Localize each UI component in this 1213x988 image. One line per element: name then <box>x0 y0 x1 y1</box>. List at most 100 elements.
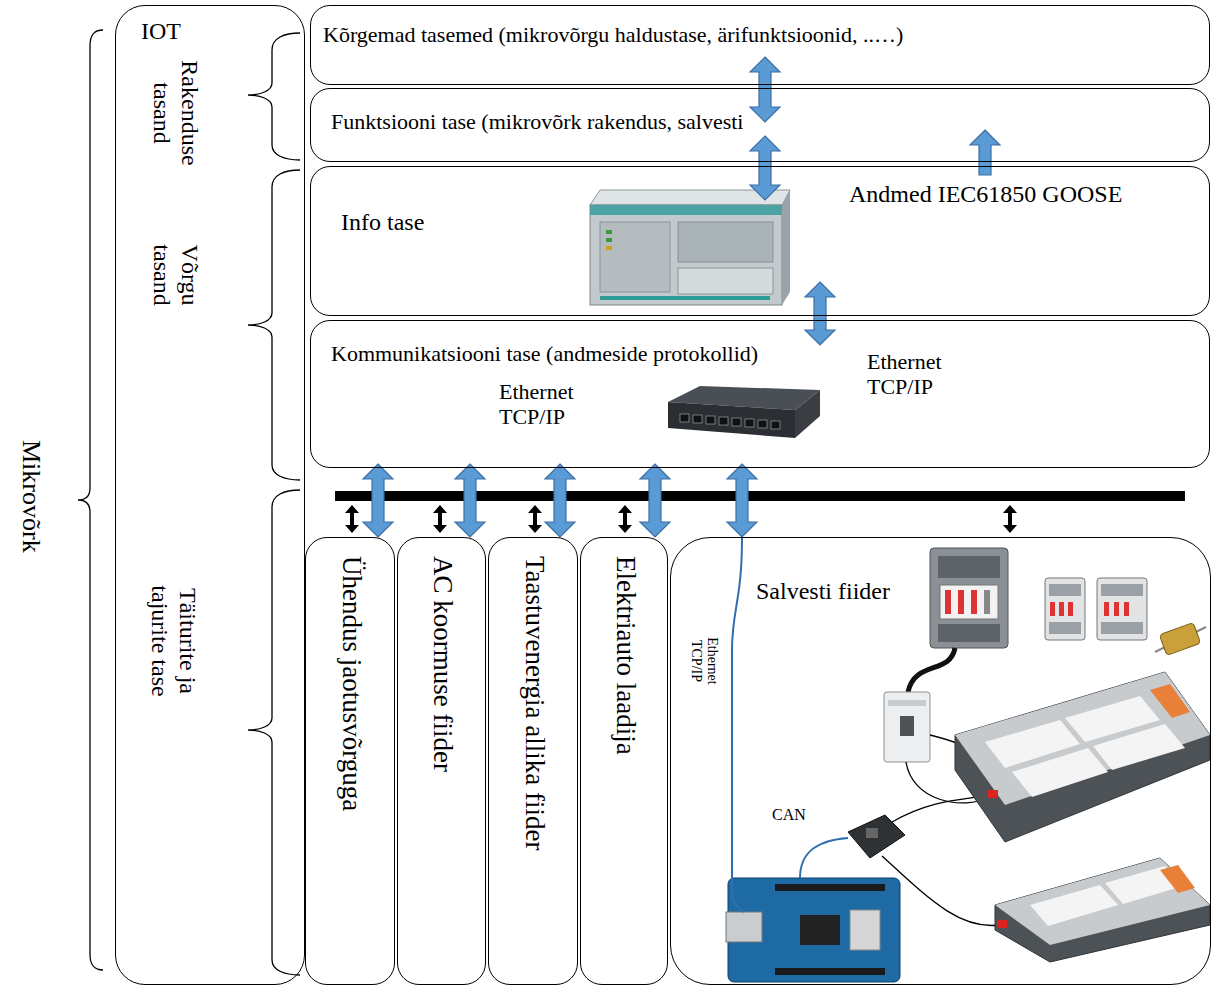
circuit-breaker-part <box>888 700 926 706</box>
contactor-small <box>1045 578 1147 640</box>
group-label: Mikrovõrk <box>16 440 46 553</box>
level-column: IOT Rakenduse tasandVõrgu tasandTäiturite… <box>115 5 305 985</box>
contactor-small-part <box>1059 602 1064 616</box>
connector-arrow <box>750 57 780 122</box>
level-box: Kommunikatsiooni tase (andmeside protoko… <box>310 320 1210 468</box>
contactor-part <box>930 548 1008 648</box>
bus-arrow <box>345 505 1017 533</box>
node-text: Ethernet TCP/IP <box>867 349 962 400</box>
battery-module-part <box>1012 748 1108 797</box>
contactor-small-part <box>1049 622 1081 634</box>
battery-module-part <box>995 858 1210 962</box>
edge-label: Andmed IEC61850 GOOSE <box>847 181 1124 209</box>
battery-module-part <box>995 858 1210 945</box>
network-switch-part-part <box>758 420 767 428</box>
connector-arrow <box>805 282 835 345</box>
current-sensor-part <box>848 815 905 858</box>
contactor-part <box>958 590 964 614</box>
network-switch-part-part <box>745 419 754 427</box>
connector-arrow <box>640 464 670 537</box>
feeder-column: Ühendus jaotusvõrguga <box>305 537 395 985</box>
battery-module-part <box>997 920 1007 928</box>
feeder-column: Elektriauto laadija <box>580 537 668 985</box>
node-text: Rakenduse tasand <box>148 54 203 172</box>
network-switch-part <box>795 390 820 438</box>
network-switch-part-part <box>771 421 780 429</box>
contactor-small-part <box>1050 602 1055 616</box>
arduino-board <box>726 878 900 982</box>
arduino-board-part <box>775 968 885 975</box>
battery-module-part <box>955 672 1210 842</box>
node-text: Täiturite ja tajurite tase <box>146 566 201 716</box>
bus-arrow-part <box>528 505 542 533</box>
node-text: Ethernet TCP/IP <box>499 379 594 430</box>
contactor-part <box>984 590 990 614</box>
bus-arrow-part <box>345 505 359 533</box>
bus-bar-part <box>335 491 1185 501</box>
bus-arrow-part <box>618 505 632 533</box>
connector-arrow <box>970 130 1000 175</box>
node-title: IOT <box>141 18 181 46</box>
connector-arrow <box>750 136 780 200</box>
contactor-small-part <box>1068 602 1073 616</box>
plc-controller-part <box>782 190 790 305</box>
feeder-column: Taastuvenergia allika fiider <box>488 537 578 985</box>
resistor-part <box>1159 623 1200 656</box>
plc-controller-part <box>678 268 773 294</box>
contactor-small-part <box>1049 584 1081 596</box>
node-text: Võrgu tasand <box>148 216 203 334</box>
contactor <box>930 548 1008 648</box>
battery-module <box>995 858 1210 962</box>
plc-controller-part <box>600 222 670 292</box>
plc-controller-part <box>606 246 612 250</box>
network-switch-part <box>668 402 795 438</box>
contactor-small-part <box>1104 602 1109 616</box>
network-switch-part-part <box>680 414 689 422</box>
network-switch-part-part <box>693 415 702 423</box>
level-box: Funktsiooni tase (mikrovõrk rakendus, sa… <box>310 88 1210 162</box>
current-sensor-part <box>866 828 878 838</box>
data-cable-part <box>732 538 744 912</box>
contactor-part <box>938 556 1000 578</box>
connector-arrow <box>727 464 757 537</box>
contactor-small-part <box>1114 602 1119 616</box>
plc-controller-part <box>606 238 612 242</box>
node-title: Salvesti fiider <box>756 578 890 606</box>
contactor-small-part <box>1101 622 1143 634</box>
plc-controller-part <box>600 296 770 300</box>
contactor-part <box>971 590 977 614</box>
node-title: Ühendus jaotusvõrguga <box>336 556 367 811</box>
battery-module-part <box>1150 684 1190 718</box>
contactor-small-part <box>1097 578 1147 640</box>
bus-bar <box>335 491 1185 501</box>
battery-module-part <box>1093 724 1185 770</box>
bus-arrow-part <box>433 505 447 533</box>
arduino-board-part <box>726 912 762 942</box>
bracket-part <box>248 170 300 480</box>
level-box: Kõrgemad tasemed (mikrovõrgu haldustase,… <box>310 5 1210 85</box>
node-title: Taastuvenergia allika fiider <box>519 556 550 850</box>
bracket-part <box>248 33 300 160</box>
current-sensor <box>848 815 905 858</box>
battery-module-part <box>1030 885 1118 926</box>
node-title: Kõrgemad tasemed (mikrovõrgu haldustase,… <box>323 22 903 47</box>
battery-module <box>955 672 1210 842</box>
node-title: Kommunikatsiooni tase (andmeside protoko… <box>331 341 758 366</box>
bracket-part <box>248 490 300 975</box>
bus-arrow-part <box>1003 505 1017 533</box>
node-title: Info tase <box>341 209 424 237</box>
power-cable-part <box>908 648 955 692</box>
connector-arrow <box>545 464 575 537</box>
bracket <box>78 30 300 975</box>
network-switch <box>668 386 820 438</box>
network-switch-part <box>680 414 780 429</box>
circuit-breaker-part <box>884 692 930 762</box>
contactor-part <box>940 585 998 619</box>
power-cable <box>908 648 955 692</box>
contactor-part <box>945 590 951 614</box>
network-switch-part-part <box>732 418 741 426</box>
plc-controller-part <box>590 205 782 305</box>
network-switch-part-part <box>706 416 715 424</box>
network-switch-part-part <box>719 417 728 425</box>
plc-controller-part <box>590 205 782 215</box>
